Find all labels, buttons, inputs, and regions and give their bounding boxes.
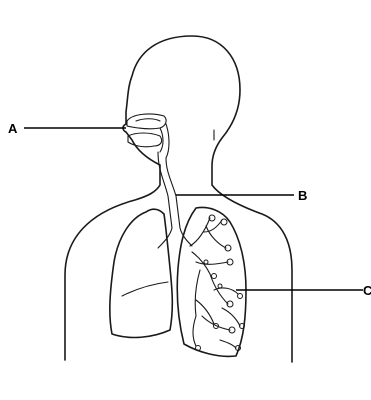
- trachea: [158, 152, 180, 228]
- nasal-turbinate: [136, 119, 160, 121]
- bronchi: [158, 228, 192, 248]
- lung-left-view: [110, 209, 172, 337]
- label-a: A: [8, 121, 18, 136]
- oral-cavity: [128, 133, 162, 147]
- label-c: C: [363, 283, 371, 298]
- label-b: B: [298, 188, 307, 203]
- lung-left-fissure: [122, 282, 168, 296]
